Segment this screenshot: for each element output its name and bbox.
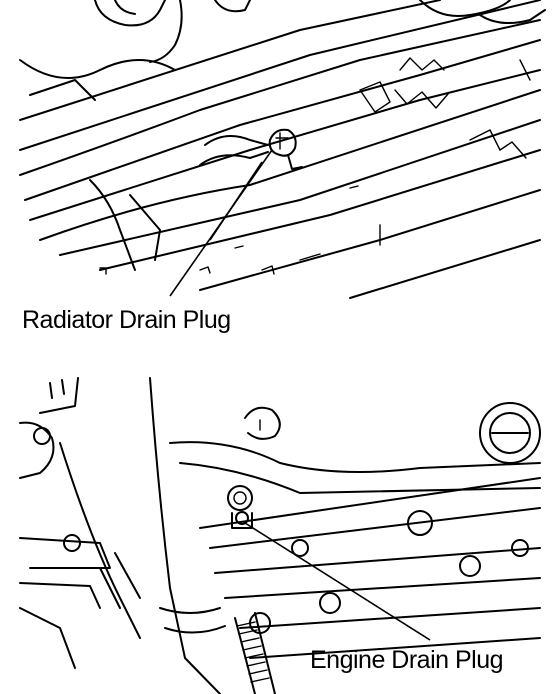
engine-line-drawing [19, 377, 541, 694]
engine-drain-plug-shape [231, 511, 253, 529]
engine-drain-plug-label: Engine Drain Plug [310, 646, 504, 674]
hatched-hose [234, 612, 276, 694]
engine-illustration [0, 368, 560, 694]
radiator-line-drawing [19, 0, 546, 299]
radiator-drain-plug-label: Radiator Drain Plug [22, 306, 231, 334]
engine-leader-line [244, 522, 431, 641]
radiator-illustration [0, 0, 560, 300]
radiator-drain-plug-shape [199, 128, 303, 170]
